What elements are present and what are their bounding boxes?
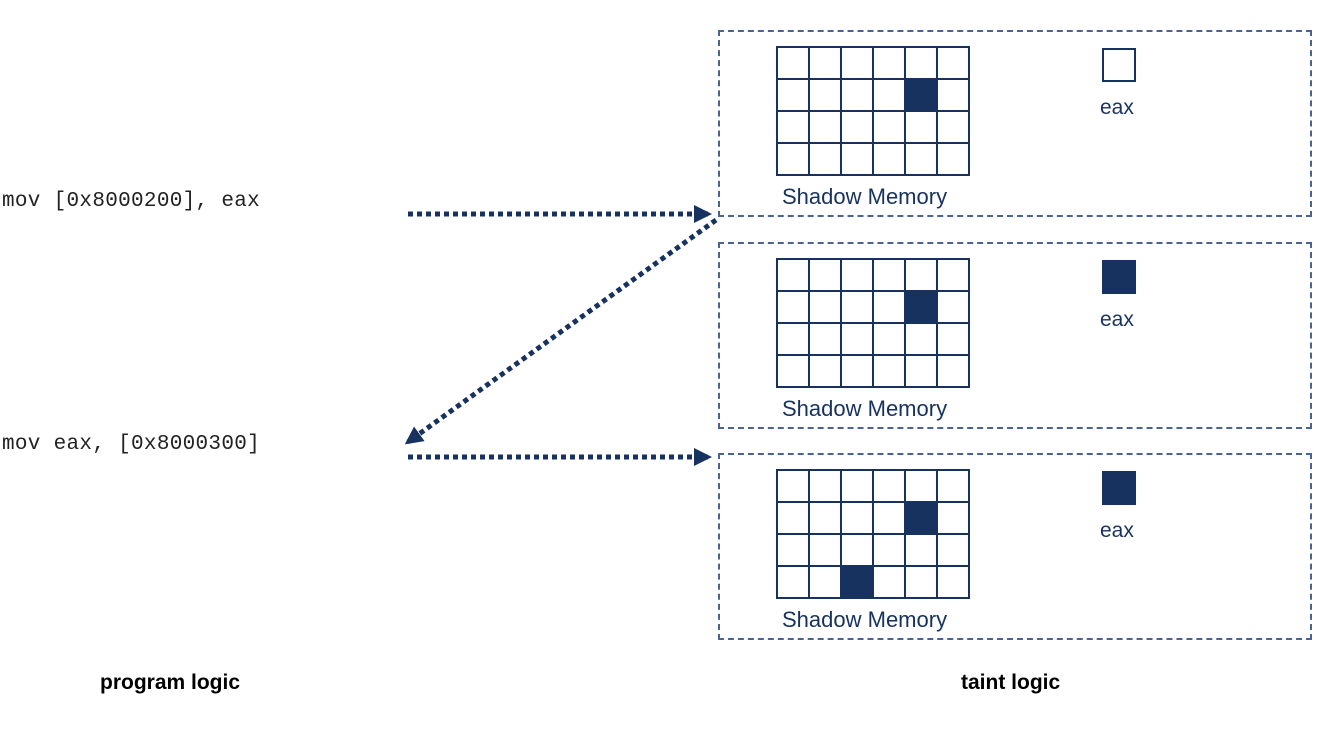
memory-cell [906,260,938,292]
memory-cell [938,324,970,356]
shadow-memory-grid [776,469,970,599]
memory-cell [874,324,906,356]
eax-label: eax [1100,308,1134,331]
memory-cell [842,80,874,112]
memory-cell [778,471,810,503]
memory-cell [842,112,874,144]
memory-cell [906,535,938,567]
memory-cell [906,144,938,176]
memory-cell [874,144,906,176]
memory-cell [938,144,970,176]
memory-cell [938,567,970,599]
memory-cell [810,80,842,112]
program-logic-label: program logic [100,671,241,694]
memory-cell [842,292,874,324]
taint-state-panel-3: Shadow Memory eax [718,453,1312,640]
memory-cell [938,260,970,292]
memory-cell [938,356,970,388]
memory-cell [810,567,842,599]
memory-cell [810,535,842,567]
memory-cell [842,471,874,503]
memory-cell [810,112,842,144]
memory-cell [842,324,874,356]
memory-cell [874,260,906,292]
propagation-arrow [404,217,718,445]
memory-cell [874,503,906,535]
tainted-memory-cell [842,567,874,599]
memory-cell [778,48,810,80]
memory-cell [810,471,842,503]
memory-cell [810,324,842,356]
instruction-load: mov eax, [0x8000300] [2,433,261,456]
memory-cell [906,471,938,503]
memory-cell [778,567,810,599]
memory-cell [778,503,810,535]
memory-cell [938,535,970,567]
memory-cell [906,324,938,356]
memory-cell [778,260,810,292]
tainted-memory-cell [906,292,938,324]
memory-cell [938,112,970,144]
memory-cell [810,356,842,388]
memory-cell [842,144,874,176]
memory-cell [778,112,810,144]
memory-cell [874,471,906,503]
taint-logic-label: taint logic [961,671,1061,694]
memory-cell [778,144,810,176]
memory-cell [778,292,810,324]
memory-cell [810,48,842,80]
memory-cell [842,48,874,80]
eax-taint-box [1102,471,1136,505]
eax-label: eax [1100,519,1134,542]
memory-cell [938,80,970,112]
memory-cell [874,80,906,112]
memory-cell [874,535,906,567]
memory-cell [778,535,810,567]
memory-cell [938,471,970,503]
shadow-memory-grid [776,46,970,176]
memory-cell [906,112,938,144]
tainted-memory-cell [906,80,938,112]
memory-cell [874,292,906,324]
eax-taint-box [1102,48,1136,82]
shadow-memory-label: Shadow Memory [782,184,948,209]
memory-cell [810,144,842,176]
memory-cell [874,356,906,388]
memory-cell [778,356,810,388]
instruction-store: mov [0x8000200], eax [2,190,261,213]
memory-cell [842,260,874,292]
taint-state-panel-1: Shadow Memory eax [718,30,1312,217]
memory-cell [906,356,938,388]
memory-cell [810,503,842,535]
eax-label: eax [1100,96,1134,119]
memory-cell [874,48,906,80]
memory-cell [842,535,874,567]
eax-taint-box [1102,260,1136,294]
memory-cell [938,503,970,535]
memory-cell [906,48,938,80]
memory-cell [842,503,874,535]
tainted-memory-cell [906,503,938,535]
memory-cell [906,567,938,599]
memory-cell [874,112,906,144]
memory-cell [938,48,970,80]
memory-cell [778,324,810,356]
memory-cell [778,80,810,112]
shadow-memory-label: Shadow Memory [782,396,948,421]
memory-cell [810,292,842,324]
memory-cell [842,356,874,388]
memory-cell [874,567,906,599]
memory-cell [938,292,970,324]
shadow-memory-grid [776,258,970,388]
shadow-memory-label: Shadow Memory [782,607,948,632]
memory-cell [810,260,842,292]
taint-state-panel-2: Shadow Memory eax [718,242,1312,429]
